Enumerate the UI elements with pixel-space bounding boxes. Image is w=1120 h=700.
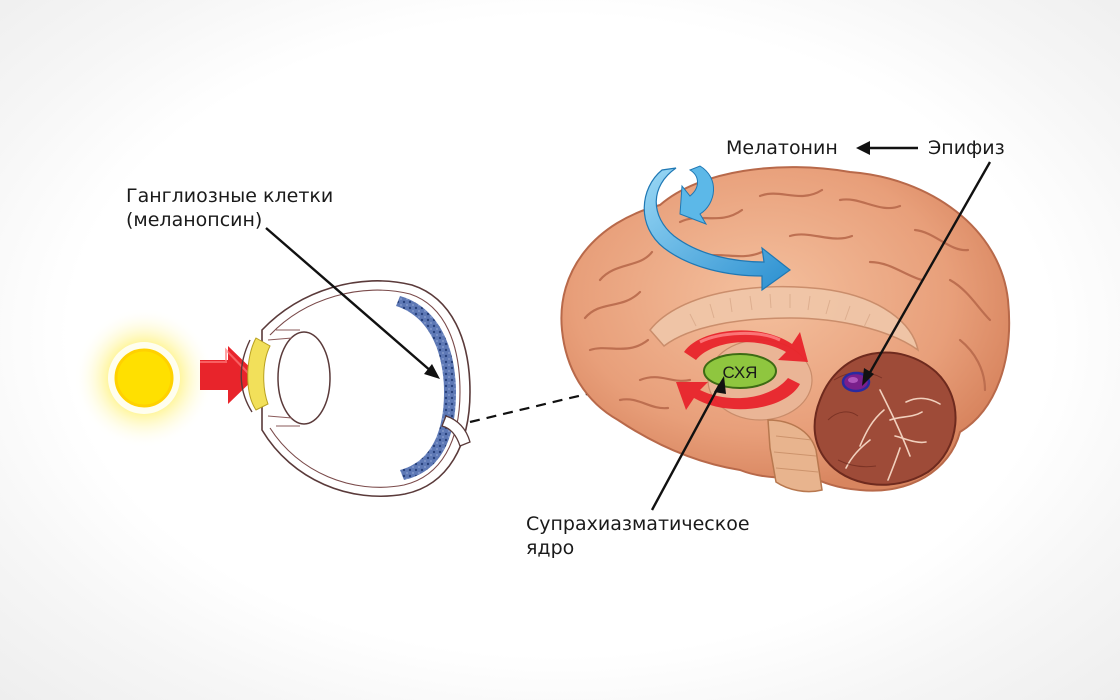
epiphysis-label: Эпифиз: [928, 137, 1005, 159]
scn-cycle-arrows: [676, 330, 808, 410]
ganglion-cells-line2: (меланопсин): [126, 209, 263, 231]
ganglion-leader: [265, 227, 433, 373]
scn-leader: [650, 383, 722, 511]
melatonin-label: Мелатонин: [726, 137, 838, 159]
ganglion-cells-label: Ганглиозные клетки (меланопсин): [126, 184, 333, 232]
lens: [277, 331, 331, 425]
scn-line2: ядро: [526, 537, 575, 559]
scn-line1: Супрахиазматическое: [526, 513, 750, 535]
scn-label: Супрахиазматическое ядро: [526, 512, 750, 560]
melatonin-arrow: [643, 165, 792, 292]
ganglion-cells-line1: Ганглиозные клетки: [126, 185, 334, 207]
epiphysis-leader: [866, 161, 992, 377]
scn-abbrev-label: СХЯ: [723, 363, 758, 382]
light-arrow: [200, 346, 258, 404]
sun-icon: [74, 308, 214, 448]
retina: [396, 296, 456, 480]
eye-diagram: [240, 280, 471, 498]
brain-diagram: [560, 166, 1011, 493]
